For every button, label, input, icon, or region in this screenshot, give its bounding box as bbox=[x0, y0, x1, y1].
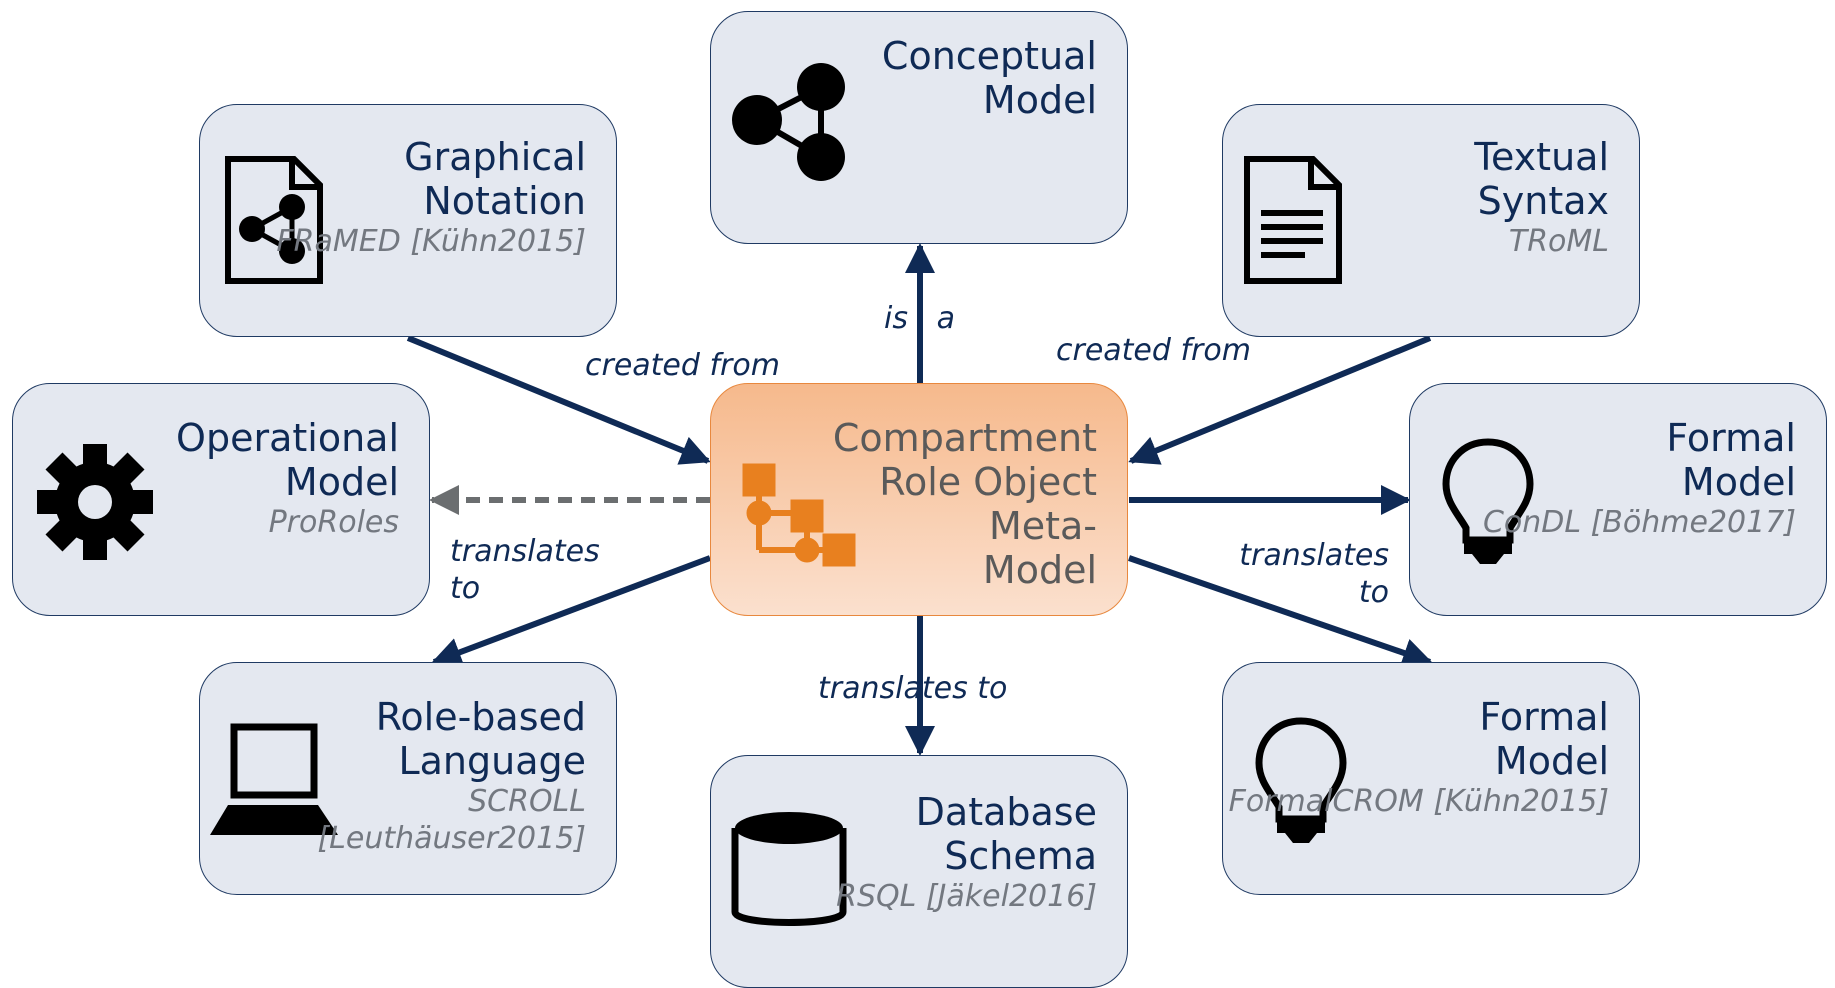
node-database-schema: Database Schema RSQL [Jäkel2016] bbox=[710, 755, 1128, 988]
edge-label-is-a: is a bbox=[884, 301, 955, 336]
node-subtitle: ConDL [Böhme2017] bbox=[1482, 505, 1796, 540]
node-text: Graphical Notation FRaMED [Kühn2015] bbox=[276, 135, 586, 260]
hierarchy-icon bbox=[737, 462, 857, 581]
node-graphical-notation: Graphical Notation FRaMED [Kühn2015] bbox=[199, 104, 617, 337]
node-conceptual-model: Conceptual Model bbox=[710, 11, 1128, 244]
gear-icon bbox=[35, 442, 155, 566]
node-title: Graphical Notation bbox=[404, 135, 586, 223]
node-title: Role-based Language bbox=[375, 695, 586, 783]
center-node-crom: Compartment Role Object Meta- Model bbox=[710, 383, 1128, 616]
node-textual-syntax: Textual Syntax TRoML bbox=[1222, 104, 1640, 337]
node-text: Formal Model FormalCROM [Kühn2015] bbox=[1229, 695, 1609, 820]
laptop-icon bbox=[210, 721, 350, 845]
node-text: Textual Syntax TRoML bbox=[1474, 135, 1609, 260]
edge-label-created-from-left: created from bbox=[585, 348, 780, 383]
edge-label-translates-operational: translates to bbox=[450, 534, 600, 606]
node-text: Role-based Language SCROLL [Leuthäuser20… bbox=[200, 695, 586, 857]
edge-label-translates-formal: translates to bbox=[1239, 538, 1389, 610]
node-title: Formal Model bbox=[1479, 695, 1609, 783]
lightbulb-icon bbox=[1440, 436, 1536, 570]
share-icon bbox=[721, 62, 851, 186]
lightbulb-icon bbox=[1253, 715, 1349, 849]
node-text: Formal Model ConDL [Böhme2017] bbox=[1483, 416, 1796, 541]
node-subtitle: SCROLL [Leuthäuser2015] bbox=[317, 784, 586, 856]
node-text: Operational Model ProRoles bbox=[176, 416, 399, 541]
node-subtitle: RSQL [Jäkel2016] bbox=[836, 879, 1097, 914]
node-text: Database Schema RSQL [Jäkel2016] bbox=[836, 790, 1097, 915]
node-subtitle: TRoML bbox=[1508, 224, 1609, 259]
node-title: Operational Model bbox=[176, 416, 399, 504]
node-subtitle: FormalCROM [Kühn2015] bbox=[1228, 784, 1609, 819]
node-title: Formal Model bbox=[1666, 416, 1796, 504]
node-subtitle: ProRoles bbox=[268, 505, 399, 540]
document-text-icon bbox=[1243, 155, 1343, 289]
node-subtitle: FRaMED [Kühn2015] bbox=[276, 224, 586, 259]
edge-label-created-from-right: created from bbox=[1056, 333, 1251, 368]
node-formal-model-condl: Formal Model ConDL [Böhme2017] bbox=[1409, 383, 1827, 616]
node-title: Conceptual Model bbox=[881, 34, 1097, 122]
database-icon bbox=[729, 806, 849, 940]
node-formal-model-formalcrom: Formal Model FormalCROM [Kühn2015] bbox=[1222, 662, 1640, 895]
arrow-created-from-graphical bbox=[406, 335, 711, 465]
arrow-translates-role-language bbox=[431, 555, 712, 667]
arrow-created-from-textual bbox=[1128, 335, 1432, 465]
center-node-title: Compartment Role Object Meta- Model bbox=[832, 416, 1097, 592]
node-operational-model: Operational Model ProRoles bbox=[12, 383, 430, 616]
arrow-translates-formal-crom bbox=[1128, 555, 1433, 668]
center-node-text: Compartment Role Object Meta- Model bbox=[833, 416, 1097, 592]
node-title: Database Schema bbox=[915, 790, 1097, 878]
node-role-based-language: Role-based Language SCROLL [Leuthäuser20… bbox=[199, 662, 617, 895]
node-title: Textual Syntax bbox=[1474, 135, 1609, 223]
document-share-icon bbox=[224, 155, 324, 289]
node-text: Conceptual Model bbox=[882, 34, 1097, 122]
edge-label-translates-database: translates to bbox=[818, 671, 1008, 706]
